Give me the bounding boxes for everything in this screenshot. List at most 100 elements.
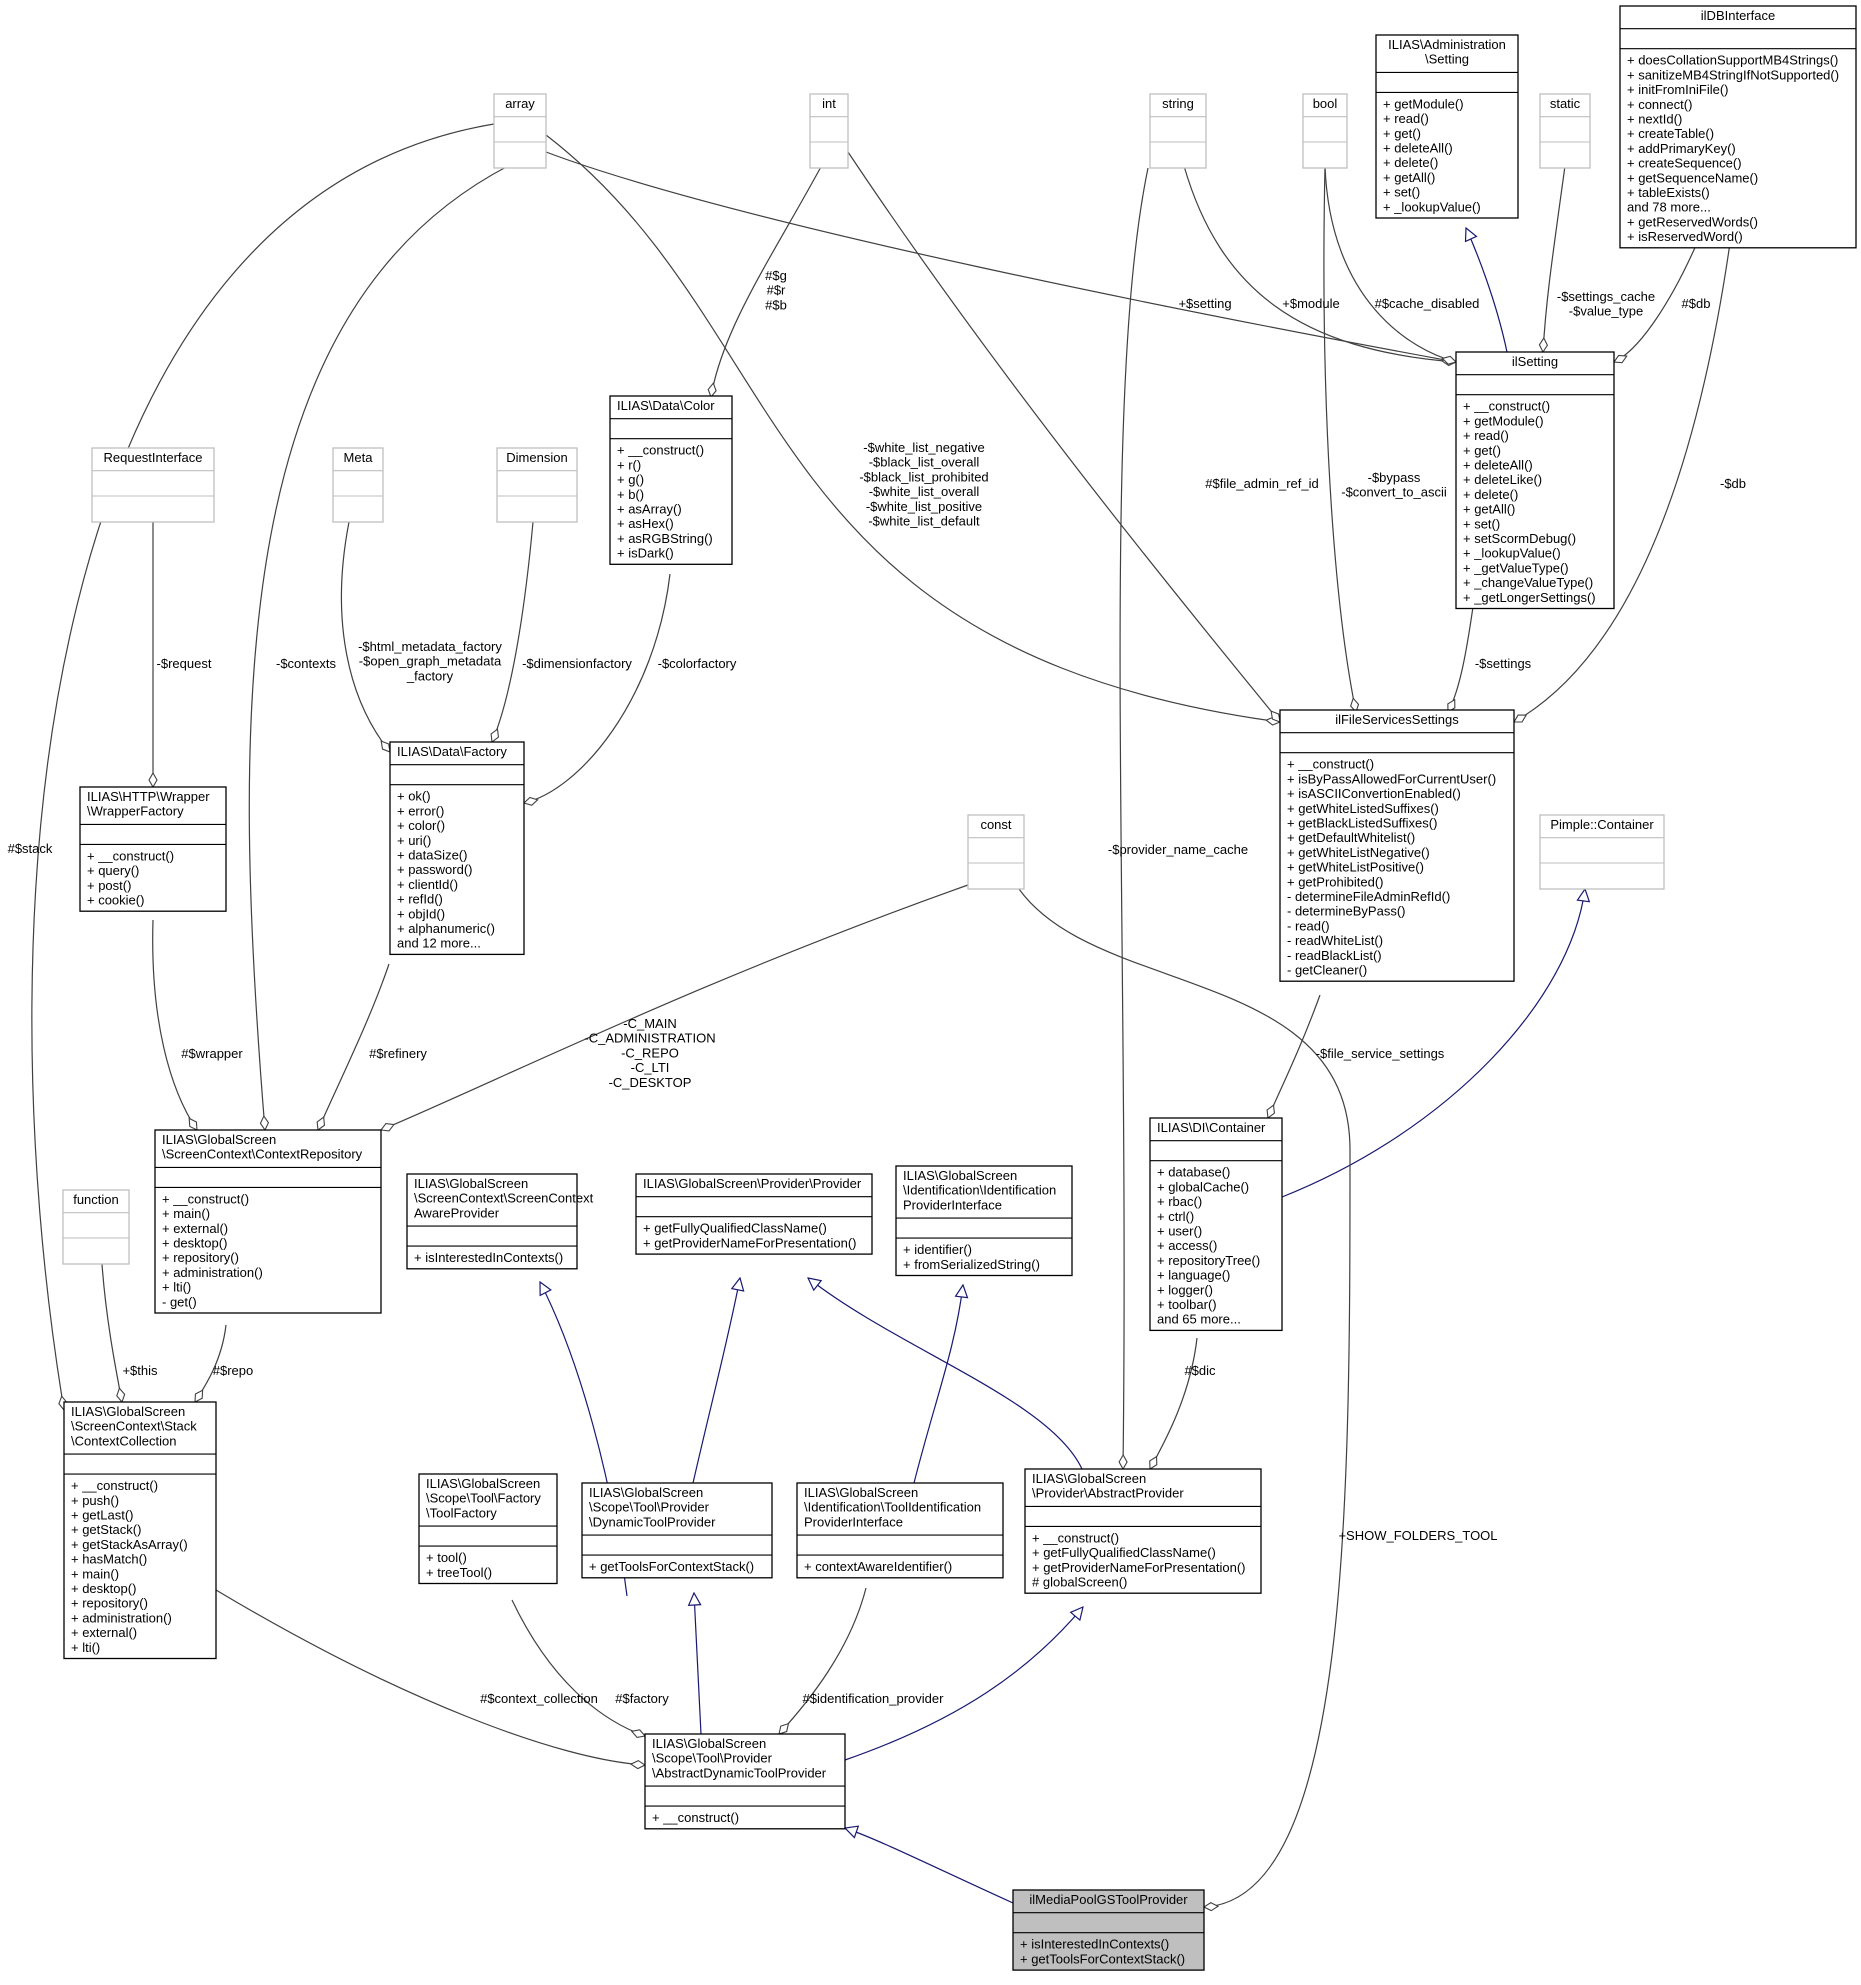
class-operation: + isDark() xyxy=(617,546,674,561)
inheritance-edge-e32 xyxy=(913,1285,963,1484)
class-di-container[interactable]: ILIAS\DI\Container+ database()+ globalCa… xyxy=(1149,1117,1283,1332)
class-request-interface[interactable]: RequestInterface xyxy=(91,447,215,523)
association-edge-e25 xyxy=(1011,877,1351,1907)
inheritance-edge-e5 xyxy=(1466,228,1508,353)
class-operation: + addPrimaryKey() xyxy=(1627,141,1736,156)
class-operation: + objId() xyxy=(397,906,445,921)
edge-label-dimensionfactory: -$dimensionfactory xyxy=(522,656,632,671)
class-title: ILIAS\GlobalScreen xyxy=(804,1485,918,1500)
class-operation: + getStack() xyxy=(71,1522,141,1537)
class-title: ILIAS\GlobalScreen xyxy=(652,1736,766,1751)
class-tool-identification[interactable]: ILIAS\GlobalScreen\Identification\ToolId… xyxy=(796,1482,1004,1579)
class-operation: + color() xyxy=(397,818,445,833)
class-operation: + __construct() xyxy=(617,443,704,458)
edge-label-request: -$request xyxy=(157,656,212,671)
association-edge-e22 xyxy=(381,884,969,1130)
association-edge-e16 xyxy=(492,521,534,742)
class-operation: + initFromIniFile() xyxy=(1627,82,1729,97)
class-title: \ContextCollection xyxy=(71,1433,177,1448)
class-operation: + error() xyxy=(397,803,444,818)
class-operation: + isASCIIConvertionEnabled() xyxy=(1287,786,1461,801)
class-int[interactable]: int xyxy=(809,93,849,169)
class-box xyxy=(1024,1468,1262,1594)
class-data-factory[interactable]: ILIAS\Data\Factory+ ok()+ error()+ color… xyxy=(389,741,525,956)
class-operation: + get() xyxy=(1383,126,1421,141)
class-operation: + getStackAsArray() xyxy=(71,1537,188,1552)
class-admin-setting[interactable]: ILIAS\Administration\Setting+ getModule(… xyxy=(1375,34,1519,219)
class-dynamic-tool-provider[interactable]: ILIAS\GlobalScreen\Scope\Tool\Provider\D… xyxy=(581,1482,773,1579)
class-box xyxy=(91,447,215,523)
class-operation: + fromSerializedString() xyxy=(903,1257,1040,1272)
class-operation: and 65 more... xyxy=(1157,1312,1241,1327)
class-box xyxy=(809,93,849,169)
class-string[interactable]: string xyxy=(1149,93,1207,169)
class-http-wrapper[interactable]: ILIAS\HTTP\Wrapper\WrapperFactory+ __con… xyxy=(79,786,227,912)
class-const[interactable]: const xyxy=(967,814,1025,890)
class-tool-factory[interactable]: ILIAS\GlobalScreen\Scope\Tool\Factory\To… xyxy=(418,1473,558,1585)
class-operation: + getProviderNameForPresentation() xyxy=(1032,1560,1246,1575)
class-function[interactable]: function xyxy=(62,1189,130,1265)
class-context-collection[interactable]: ILIAS\GlobalScreen\ScreenContext\Stack\C… xyxy=(63,1401,217,1660)
class-title: \Scope\Tool\Provider xyxy=(589,1500,710,1515)
class-identification-provider[interactable]: ILIAS\GlobalScreen\Identification\Identi… xyxy=(895,1165,1073,1277)
class-title: \Identification\Identification xyxy=(903,1183,1056,1198)
class-abstract-provider[interactable]: ILIAS\GlobalScreen\Provider\AbstractProv… xyxy=(1024,1468,1262,1594)
class-title: ProviderInterface xyxy=(903,1197,1002,1212)
class-static[interactable]: static xyxy=(1539,93,1591,169)
class-dimension[interactable]: Dimension xyxy=(496,447,578,523)
class-ilsetting[interactable]: ilSetting+ __construct()+ getModule()+ r… xyxy=(1455,351,1615,610)
class-file-services[interactable]: ilFileServicesSettings+ __construct()+ i… xyxy=(1279,709,1515,982)
class-operation: + _lookupValue() xyxy=(1463,546,1561,561)
class-title: array xyxy=(505,96,535,111)
class-operation: + createTable() xyxy=(1627,126,1714,141)
edge-label-file-service-settings: -$file_service_settings xyxy=(1316,1046,1445,1061)
class-operation: + b() xyxy=(617,487,644,502)
class-operation: + g() xyxy=(617,472,644,487)
class-operation: + lti() xyxy=(162,1280,191,1295)
class-media-pool[interactable]: ilMediaPoolGSToolProvider+ isInterestedI… xyxy=(1012,1889,1205,1971)
class-operation: + set() xyxy=(1463,516,1500,531)
class-operation: and 78 more... xyxy=(1627,200,1711,215)
association-edge-e34 xyxy=(511,1599,645,1736)
class-operation: + _lookupValue() xyxy=(1383,199,1481,214)
class-operation: + getProhibited() xyxy=(1287,874,1383,889)
class-operation: + clientId() xyxy=(397,877,458,892)
class-operation: - determineByPass() xyxy=(1287,904,1405,919)
class-title: ilFileServicesSettings xyxy=(1335,712,1459,727)
class-title: ILIAS\GlobalScreen xyxy=(589,1485,703,1500)
class-operation: + refId() xyxy=(397,892,443,907)
class-array[interactable]: array xyxy=(493,93,547,169)
class-screen-context-aware[interactable]: ILIAS\GlobalScreen\ScreenContext\ScreenC… xyxy=(406,1173,594,1270)
class-box xyxy=(635,1173,873,1255)
class-operation: + _changeValueType() xyxy=(1463,575,1593,590)
association-edge-e23 xyxy=(1268,994,1321,1118)
class-operation: + connect() xyxy=(1627,97,1692,112)
class-box xyxy=(1539,93,1591,169)
edge-label-repo: #$repo xyxy=(213,1363,253,1378)
class-operation: - getCleaner() xyxy=(1287,963,1367,978)
class-operation: + asArray() xyxy=(617,502,682,517)
class-title: ilDBInterface xyxy=(1701,8,1775,23)
class-title: ILIAS\GlobalScreen xyxy=(71,1404,185,1419)
class-operation: + dataSize() xyxy=(397,848,467,863)
class-bool[interactable]: bool xyxy=(1302,93,1348,169)
class-title: ILIAS\GlobalScreen xyxy=(903,1168,1017,1183)
class-context-repository[interactable]: ILIAS\GlobalScreen\ScreenContext\Context… xyxy=(154,1129,382,1314)
class-title: bool xyxy=(1313,96,1338,111)
class-operation: + getProviderNameForPresentation() xyxy=(643,1235,857,1250)
class-abstract-dynamic-tool[interactable]: ILIAS\GlobalScreen\Scope\Tool\Provider\A… xyxy=(644,1733,846,1830)
class-box xyxy=(895,1165,1073,1277)
class-pimple-container[interactable]: Pimple::Container xyxy=(1539,814,1665,890)
class-title: function xyxy=(73,1192,119,1207)
class-provider[interactable]: ILIAS\GlobalScreen\Provider\Provider+ ge… xyxy=(635,1173,873,1255)
association-edge-e8 xyxy=(545,134,1280,722)
class-operation: + isInterestedInContexts() xyxy=(414,1250,563,1265)
class-operation: + globalCache() xyxy=(1157,1179,1249,1194)
class-data-color[interactable]: ILIAS\Data\Color+ __construct()+ r()+ g(… xyxy=(609,395,733,565)
class-title: ILIAS\GlobalScreen xyxy=(426,1476,540,1491)
edge-label-cache-disabled: #$cache_disabled xyxy=(1375,296,1480,311)
class-meta[interactable]: Meta xyxy=(332,447,384,523)
association-edge-e2 xyxy=(545,151,1456,362)
association-edge-e14 xyxy=(248,159,521,1130)
class-ildb-interface[interactable]: ilDBInterface+ doesCollationSupportMB4St… xyxy=(1619,5,1857,249)
